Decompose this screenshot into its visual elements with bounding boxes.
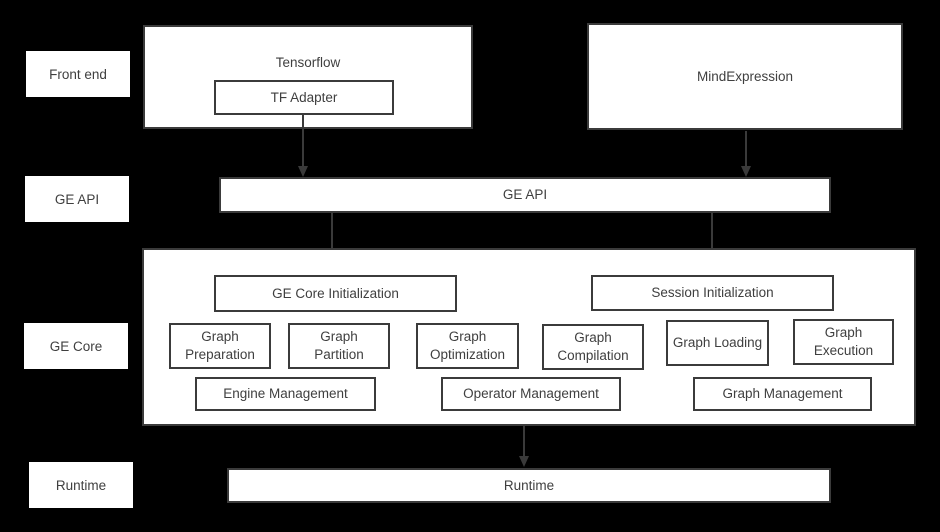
mindexpression-box: MindExpression <box>587 23 903 130</box>
side-label-front-end: Front end <box>26 51 130 97</box>
operator-management-box: Operator Management <box>441 377 621 411</box>
arrow-mindexpression-to-ge-api <box>741 131 751 177</box>
ge-core-box: GE Core Initialization Session Initializ… <box>142 248 916 426</box>
graph-preparation-box: Graph Preparation <box>169 323 271 369</box>
session-initialization-box: Session Initialization <box>591 275 834 311</box>
graph-compilation-box: Graph Compilation <box>542 324 644 370</box>
graph-optimization-box: Graph Optimization <box>416 323 519 369</box>
side-label-runtime: Runtime <box>29 462 133 508</box>
side-label-ge-core: GE Core <box>24 323 128 369</box>
arrow-ge-core-to-runtime <box>519 426 529 467</box>
engine-management-box: Engine Management <box>195 377 376 411</box>
tensorflow-title: Tensorflow <box>275 55 341 70</box>
tf-adapter-box: TF Adapter <box>214 80 394 115</box>
runtime-bar: Runtime <box>227 468 831 503</box>
tensorflow-box: Tensorflow TF Adapter <box>143 25 473 129</box>
graph-management-box: Graph Management <box>693 377 872 411</box>
ge-api-bar: GE API <box>219 177 831 213</box>
graph-loading-box: Graph Loading <box>666 320 769 366</box>
side-label-ge-api: GE API <box>25 176 129 222</box>
graph-partition-box: Graph Partition <box>288 323 390 369</box>
graph-execution-box: Graph Execution <box>793 319 894 365</box>
arrow-tf-adapter-to-ge-api <box>298 115 308 177</box>
ge-core-initialization-box: GE Core Initialization <box>214 275 457 312</box>
